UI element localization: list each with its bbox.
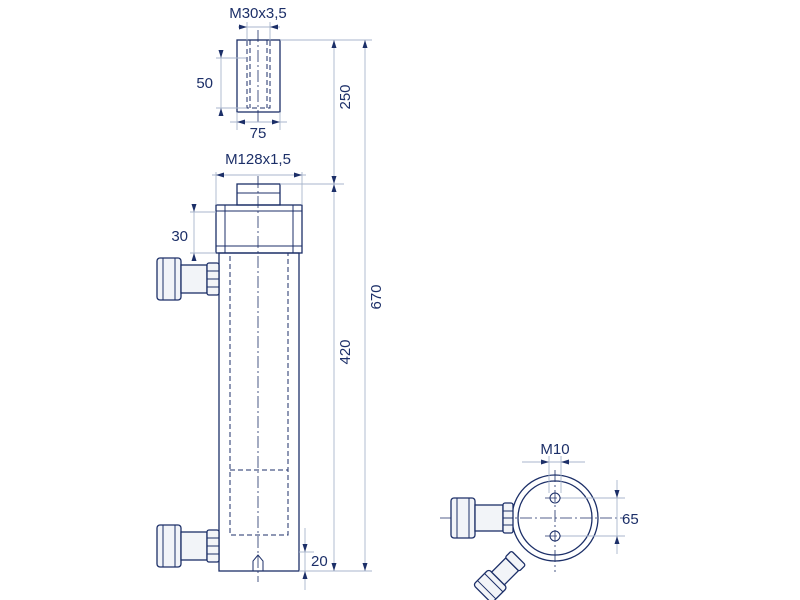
mount-spacing-label: 65	[622, 511, 639, 528]
mount-thread-dimension: M10	[522, 441, 585, 493]
cylinder-tube	[218, 252, 300, 572]
rod-diameter-label: 75	[250, 125, 267, 142]
rod-thread-length-label: 50	[196, 75, 213, 92]
mount-thread-label: M10	[540, 441, 569, 458]
mount-spacing-dimension: 65	[561, 480, 639, 554]
stroke-label: 250	[337, 84, 354, 109]
rod-thread-dimension: M30x3,5	[229, 5, 287, 40]
rod-thread-label: M30x3,5	[229, 5, 287, 22]
base-offset-label: 20	[311, 553, 328, 570]
extended-length-label: 670	[368, 284, 385, 309]
cylinder-body	[215, 176, 303, 582]
piston-rod-top	[236, 30, 281, 125]
base-bleed-screw	[252, 554, 264, 571]
rod-diameter-dimension: 75	[230, 112, 287, 142]
piston-bore-hidden	[229, 252, 289, 536]
lower-hydraulic-fitting	[156, 524, 220, 568]
bottom-view-fitting	[450, 497, 514, 539]
body-thread-label: M128x1,5	[225, 151, 291, 168]
body-thread-dimension: M128x1,5	[212, 151, 306, 205]
rod-thread-hidden	[246, 39, 271, 109]
collar-height-label: 30	[171, 228, 188, 245]
rod-thread-length-dimension: 50	[196, 50, 246, 116]
collar-height-dimension: 30	[171, 204, 216, 261]
rod-end-outline	[236, 39, 281, 113]
bottom-view-angled-fitting	[473, 551, 526, 600]
rod-stub	[236, 183, 281, 206]
length-dimensions: 250 420 670 20	[280, 39, 385, 590]
closed-length-label: 420	[337, 339, 354, 364]
upper-hydraulic-fitting	[156, 257, 220, 301]
